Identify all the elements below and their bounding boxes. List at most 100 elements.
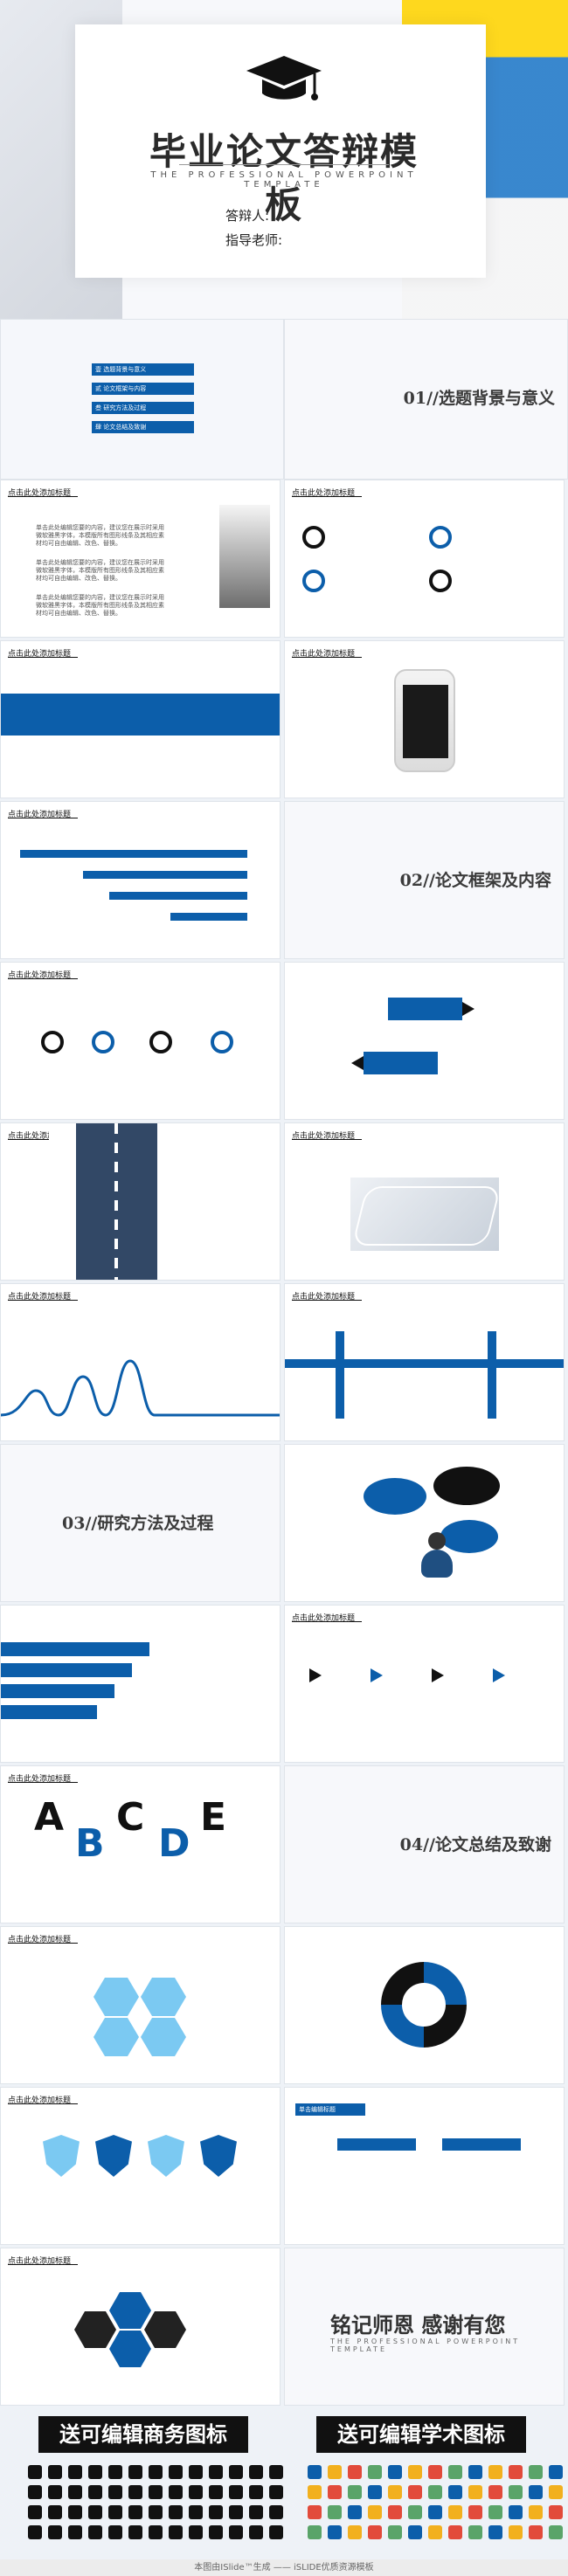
icon-77 bbox=[529, 2485, 543, 2499]
icon-52 bbox=[269, 2525, 283, 2539]
cover-slide: 毕业论文答辩模板 THE PROFESSIONAL POWERPOINT TEM… bbox=[0, 0, 568, 319]
menu-item-4: 肆 论文总结及致谢 bbox=[92, 421, 194, 433]
process-node-4 bbox=[211, 1031, 233, 1053]
icon-31 bbox=[108, 2505, 122, 2519]
letter-b: B bbox=[75, 1821, 105, 1866]
slide-header: 点击此处添加标题 bbox=[8, 2257, 72, 2266]
stack-bar-2 bbox=[1, 1663, 132, 1677]
advisor-label: 指导老师: bbox=[225, 232, 283, 248]
flow-arrow-4 bbox=[493, 1668, 505, 1682]
icon-100 bbox=[468, 2525, 482, 2539]
shield-4 bbox=[200, 2135, 237, 2177]
respondent-label: 答辩人: bbox=[225, 208, 270, 224]
letters-slide: 点击此处添加标题 A B C D E bbox=[0, 1765, 281, 1923]
vertical-road-right bbox=[488, 1331, 496, 1419]
icon-96 bbox=[388, 2525, 402, 2539]
icon-16 bbox=[68, 2485, 82, 2499]
road-slide: 点击此处添加标题 bbox=[0, 1122, 281, 1281]
slide-header: 点击此处添加标题 bbox=[8, 489, 72, 498]
menu-item-2: 贰 论文框架与内容 bbox=[92, 383, 194, 395]
icon-39 bbox=[269, 2505, 283, 2519]
icon-82 bbox=[368, 2505, 382, 2519]
icon-70 bbox=[388, 2485, 402, 2499]
process-node-3 bbox=[149, 1031, 172, 1053]
icon-34 bbox=[169, 2505, 183, 2519]
icon-84 bbox=[408, 2505, 422, 2519]
header-underline bbox=[8, 2264, 78, 2265]
number-3-badge bbox=[302, 570, 325, 592]
closing-subtitle: THE PROFESSIONAL POWERPOINT TEMPLATE bbox=[330, 2338, 521, 2353]
icon-92 bbox=[308, 2525, 322, 2539]
icon-60 bbox=[448, 2465, 462, 2479]
slide-header: 点击此处添加标题 bbox=[8, 1132, 72, 1141]
icon-55 bbox=[348, 2465, 362, 2479]
icon-36 bbox=[209, 2505, 223, 2519]
icon-43 bbox=[88, 2525, 102, 2539]
icon-99 bbox=[448, 2525, 462, 2539]
icon-1 bbox=[28, 2465, 42, 2479]
vertical-road-left bbox=[336, 1331, 344, 1419]
icon-85 bbox=[428, 2505, 442, 2519]
header-underline bbox=[8, 1139, 78, 1140]
icon-54 bbox=[328, 2465, 342, 2479]
icon-93 bbox=[328, 2525, 342, 2539]
icon-95 bbox=[368, 2525, 382, 2539]
stack-bar-4 bbox=[1, 1705, 97, 1719]
intro-slide: 点击此处添加标题 单击此处编辑您要的内容，建议您在展示时采用微软雅黑字体，本模版… bbox=[0, 480, 281, 638]
icon-88 bbox=[488, 2505, 502, 2519]
ring-center bbox=[402, 1983, 446, 2027]
icon-74 bbox=[468, 2485, 482, 2499]
shield-2 bbox=[95, 2135, 132, 2177]
timeline-bar-2 bbox=[83, 871, 247, 879]
intersection-slide: 点击此处添加标题 bbox=[284, 1283, 565, 1441]
icon-37 bbox=[229, 2505, 243, 2519]
timeline-bar-4 bbox=[170, 913, 247, 921]
icon-78 bbox=[549, 2485, 563, 2499]
wave-slide: 点击此处添加标题 bbox=[0, 1283, 281, 1441]
icon-66 bbox=[308, 2485, 322, 2499]
icon-81 bbox=[348, 2505, 362, 2519]
icon-44 bbox=[108, 2525, 122, 2539]
hex-4 bbox=[74, 2311, 116, 2348]
academic-icons-title: 送可编辑学术图标 bbox=[316, 2416, 526, 2453]
slide-header: 点击此处添加标题 bbox=[8, 971, 72, 980]
blue-banner: 单击编辑标题 bbox=[295, 2103, 365, 2116]
header-underline bbox=[292, 1300, 362, 1301]
icon-58 bbox=[408, 2465, 422, 2479]
slide-header: 点击此处添加标题 bbox=[8, 2096, 72, 2105]
icon-12 bbox=[249, 2465, 263, 2479]
slide-header: 点击此处添加标题 bbox=[292, 489, 356, 498]
icon-13 bbox=[269, 2465, 283, 2479]
section-1-slide: 01//选题背景与意义 bbox=[284, 319, 568, 480]
slide-header: 点击此处添加标题 bbox=[8, 1775, 72, 1784]
icon-10 bbox=[209, 2465, 223, 2479]
header-underline bbox=[292, 657, 362, 658]
ring-slide bbox=[284, 1926, 565, 2084]
books-image bbox=[219, 505, 270, 608]
intro-text-1: 单击此处编辑您要的内容，建议您在展示时采用微软雅黑字体，本模版所有图形线条及其相… bbox=[36, 524, 164, 547]
icon-5 bbox=[108, 2465, 122, 2479]
icon-27 bbox=[28, 2505, 42, 2519]
hex-3 bbox=[109, 2331, 151, 2367]
icon-104 bbox=[549, 2525, 563, 2539]
process-node-1 bbox=[41, 1031, 64, 1053]
shield-1 bbox=[43, 2135, 80, 2177]
hex-2 bbox=[144, 2311, 186, 2348]
slide-header: 点击此处添加标题 bbox=[292, 1614, 356, 1623]
icon-89 bbox=[509, 2505, 523, 2519]
cloud-3 bbox=[440, 1520, 498, 1553]
slide-header: 点击此处添加标题 bbox=[8, 811, 72, 819]
icon-2 bbox=[48, 2465, 62, 2479]
icon-63 bbox=[509, 2465, 523, 2479]
process-slide: 点击此处添加标题 bbox=[0, 962, 281, 1120]
letter-e: E bbox=[200, 1795, 227, 1840]
map-image bbox=[350, 1178, 499, 1251]
idea-cloud-slide bbox=[284, 1444, 565, 1602]
flow-arrow-1 bbox=[309, 1668, 322, 1682]
butterfly-wing-2 bbox=[141, 1978, 186, 2016]
icon-40 bbox=[28, 2525, 42, 2539]
road-image bbox=[49, 1123, 184, 1280]
section-3-title: 03//研究方法及过程 bbox=[62, 1514, 214, 1533]
icon-35 bbox=[189, 2505, 203, 2519]
person-body bbox=[421, 1550, 453, 1578]
